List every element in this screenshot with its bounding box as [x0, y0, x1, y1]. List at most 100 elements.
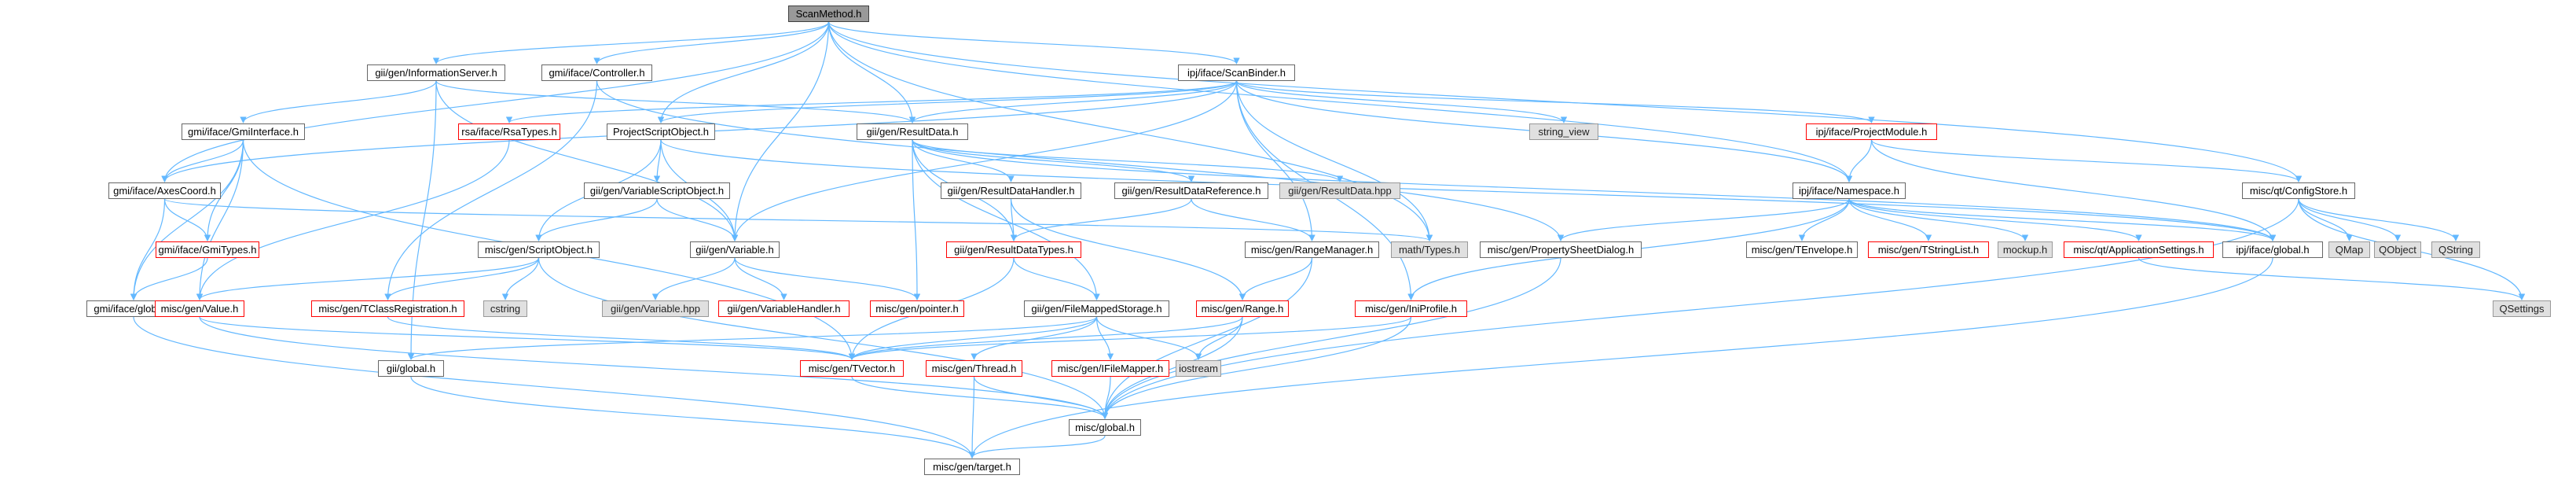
dependency-edge [384, 257, 540, 300]
graph-node-gii-global-h[interactable]: gii/global.h [378, 360, 444, 377]
dependency-edge [912, 139, 1195, 182]
dependency-edge [1848, 198, 2029, 241]
graph-node-gmi-iface-gmiinterface-h[interactable]: gmi/iface/GmiInterface.h [182, 123, 305, 140]
graph-node-misc-gen-thread-h[interactable]: misc/gen/Thread.h [926, 360, 1022, 377]
dependency-edge [163, 198, 211, 241]
dependency-edge [1013, 257, 1100, 300]
dependency-edge [161, 21, 830, 182]
graph-node-misc-global-h[interactable]: misc/global.h [1069, 419, 1141, 436]
dependency-edge [971, 316, 1098, 360]
graph-node-misc-gen-range-h[interactable]: misc/gen/Range.h [1196, 300, 1289, 317]
graph-node-rsa-iface-rsatypes-h[interactable]: rsa/iface/RsaTypes.h [458, 123, 560, 140]
dependency-edge [908, 80, 1238, 123]
dependency-edge [968, 257, 2273, 459]
dependency-edge [1848, 198, 2142, 241]
graph-node-misc-gen-target-h[interactable]: misc/gen/target.h [924, 459, 1020, 475]
dependency-edge [196, 139, 244, 300]
dependency-edge [130, 257, 208, 300]
dependency-edge [1870, 139, 2277, 241]
graph-node-gii-gen-variablehandler-h[interactable]: gii/gen/VariableHandler.h [718, 300, 849, 317]
dependency-edge [827, 21, 916, 123]
graph-node-gii-gen-variablescriptobject-h[interactable]: gii/gen/VariableScriptObject.h [584, 182, 730, 199]
graph-node-misc-qt-applicationsettings-h[interactable]: misc/qt/ApplicationSettings.h [2064, 241, 2214, 258]
dependency-edge [1095, 316, 1202, 360]
graph-node-gii-gen-filemappedstorage-h[interactable]: gii/gen/FileMappedStorage.h [1024, 300, 1169, 317]
graph-node-misc-qt-configstore-h[interactable]: misc/qt/ConfigStore.h [2242, 182, 2355, 199]
dependency-edge [1845, 139, 1873, 182]
graph-node-gii-gen-resultdatatypes-h[interactable]: gii/gen/ResultDataTypes.h [946, 241, 1081, 258]
dependency-edge [848, 316, 1098, 360]
dependency-edge [1101, 316, 1412, 419]
dependency-edge [1194, 316, 1243, 360]
dependency-edge [1848, 198, 2277, 241]
dependency-edge [535, 198, 658, 241]
graph-node-projectscriptobject-h[interactable]: ProjectScriptObject.h [607, 123, 715, 140]
dependency-edge [196, 257, 540, 300]
graph-node-misc-gen-scriptobject-h[interactable]: misc/gen/ScriptObject.h [478, 241, 600, 258]
dependency-edge [851, 376, 1109, 419]
dependency-edge [849, 316, 1412, 360]
dependency-edge [731, 21, 830, 241]
dependency-edge [196, 139, 510, 300]
dependency-edge [1010, 198, 1246, 300]
graph-node-ipj-iface-projectmodule-h[interactable]: ipj/iface/ProjectModule.h [1806, 123, 1937, 140]
graph-node-misc-gen-rangemanager-h[interactable]: misc/gen/RangeManager.h [1245, 241, 1379, 258]
graph-node-misc-gen-propertysheetdialog-h[interactable]: misc/gen/PropertySheetDialog.h [1480, 241, 1642, 258]
graph-node-misc-gen-tvector-h[interactable]: misc/gen/TVector.h [800, 360, 904, 377]
dependency-edge [651, 257, 736, 300]
dependency-edge [384, 80, 598, 300]
dependency-edge [199, 316, 855, 360]
dependency-edge [912, 139, 2276, 241]
graph-node-ipj-iface-scanbinder-h[interactable]: ipj/iface/ScanBinder.h [1178, 64, 1295, 81]
graph-node-misc-gen-pointer-h[interactable]: misc/gen/pointer.h [870, 300, 964, 317]
dependency-edge [163, 198, 1433, 241]
graph-node-gmi-iface-gmitypes-h[interactable]: gmi/iface/GmiTypes.h [156, 241, 259, 258]
graph-node-gmi-iface-controller-h[interactable]: gmi/iface/Controller.h [541, 64, 652, 81]
dependency-edge [657, 21, 830, 123]
dependency-edge [2137, 257, 2526, 300]
graph-node-ipj-iface-global-h[interactable]: ipj/iface/global.h [2222, 241, 2323, 258]
dependency-edge [912, 139, 1344, 182]
dependency-edge [1235, 80, 1316, 241]
dependency-edge [734, 257, 787, 300]
graph-node-misc-gen-tenvelope-h[interactable]: misc/gen/TEnvelope.h [1746, 241, 1858, 258]
graph-node-qsettings: QSettings [2493, 300, 2551, 317]
graph-node-gii-gen-resultdatareference-h[interactable]: gii/gen/ResultDataReference.h [1114, 182, 1268, 199]
graph-node-gmi-iface-axescoord-h[interactable]: gmi/iface/AxesCoord.h [108, 182, 221, 199]
dependency-edge [2298, 198, 2402, 241]
dependency-edge [1238, 257, 1313, 300]
graph-node-gii-gen-resultdata-hpp: gii/gen/ResultData.hpp [1279, 182, 1400, 199]
graph-node-misc-gen-ifilemapper-h[interactable]: misc/gen/IFileMapper.h [1051, 360, 1169, 377]
graph-node-qstring: QString [2431, 241, 2480, 258]
dependency-edge [848, 316, 1243, 360]
graph-node-ipj-iface-namespace-h[interactable]: ipj/iface/Namespace.h [1793, 182, 1906, 199]
graph-node-misc-gen-tclassregistration-h[interactable]: misc/gen/TClassRegistration.h [311, 300, 464, 317]
dependency-edge [827, 21, 1433, 241]
dependency-edge [538, 257, 1109, 419]
dependency-edge [410, 376, 976, 459]
graph-node-gii-gen-variable-hpp: gii/gen/Variable.hpp [602, 300, 709, 317]
dependency-edge [1101, 257, 1561, 419]
dependency-edge [432, 21, 830, 64]
graph-node-string-view: string_view [1529, 123, 1598, 140]
dependency-edge [912, 139, 921, 300]
graph-node-gii-gen-informationserver-h[interactable]: gii/gen/InformationServer.h [367, 64, 505, 81]
graph-node-misc-gen-iniprofile-h[interactable]: misc/gen/IniProfile.h [1355, 300, 1467, 317]
dependency-edge [1235, 80, 1433, 241]
dependency-edge [501, 257, 540, 300]
dependency-edge [656, 198, 739, 241]
dependency-edge [506, 80, 1238, 123]
graph-node-iostream: iostream [1176, 360, 1221, 377]
graph-node-gii-gen-variable-h[interactable]: gii/gen/Variable.h [690, 241, 780, 258]
dependency-edge [1798, 198, 1850, 241]
graph-node-misc-gen-value-h[interactable]: misc/gen/Value.h [155, 300, 244, 317]
dependency-edge [1557, 198, 1850, 241]
dependency-edge [387, 316, 856, 360]
dependency-edge [1870, 139, 2303, 182]
graph-node-misc-gen-tstringlist-h[interactable]: misc/gen/TStringList.h [1868, 241, 1989, 258]
dependency-edge [130, 139, 244, 300]
graph-node-gii-gen-resultdata-h[interactable]: gii/gen/ResultData.h [857, 123, 968, 140]
graph-node-scanmethod-h[interactable]: ScanMethod.h [788, 6, 869, 22]
graph-node-gii-gen-resultdatahandler-h[interactable]: gii/gen/ResultDataHandler.h [941, 182, 1081, 199]
